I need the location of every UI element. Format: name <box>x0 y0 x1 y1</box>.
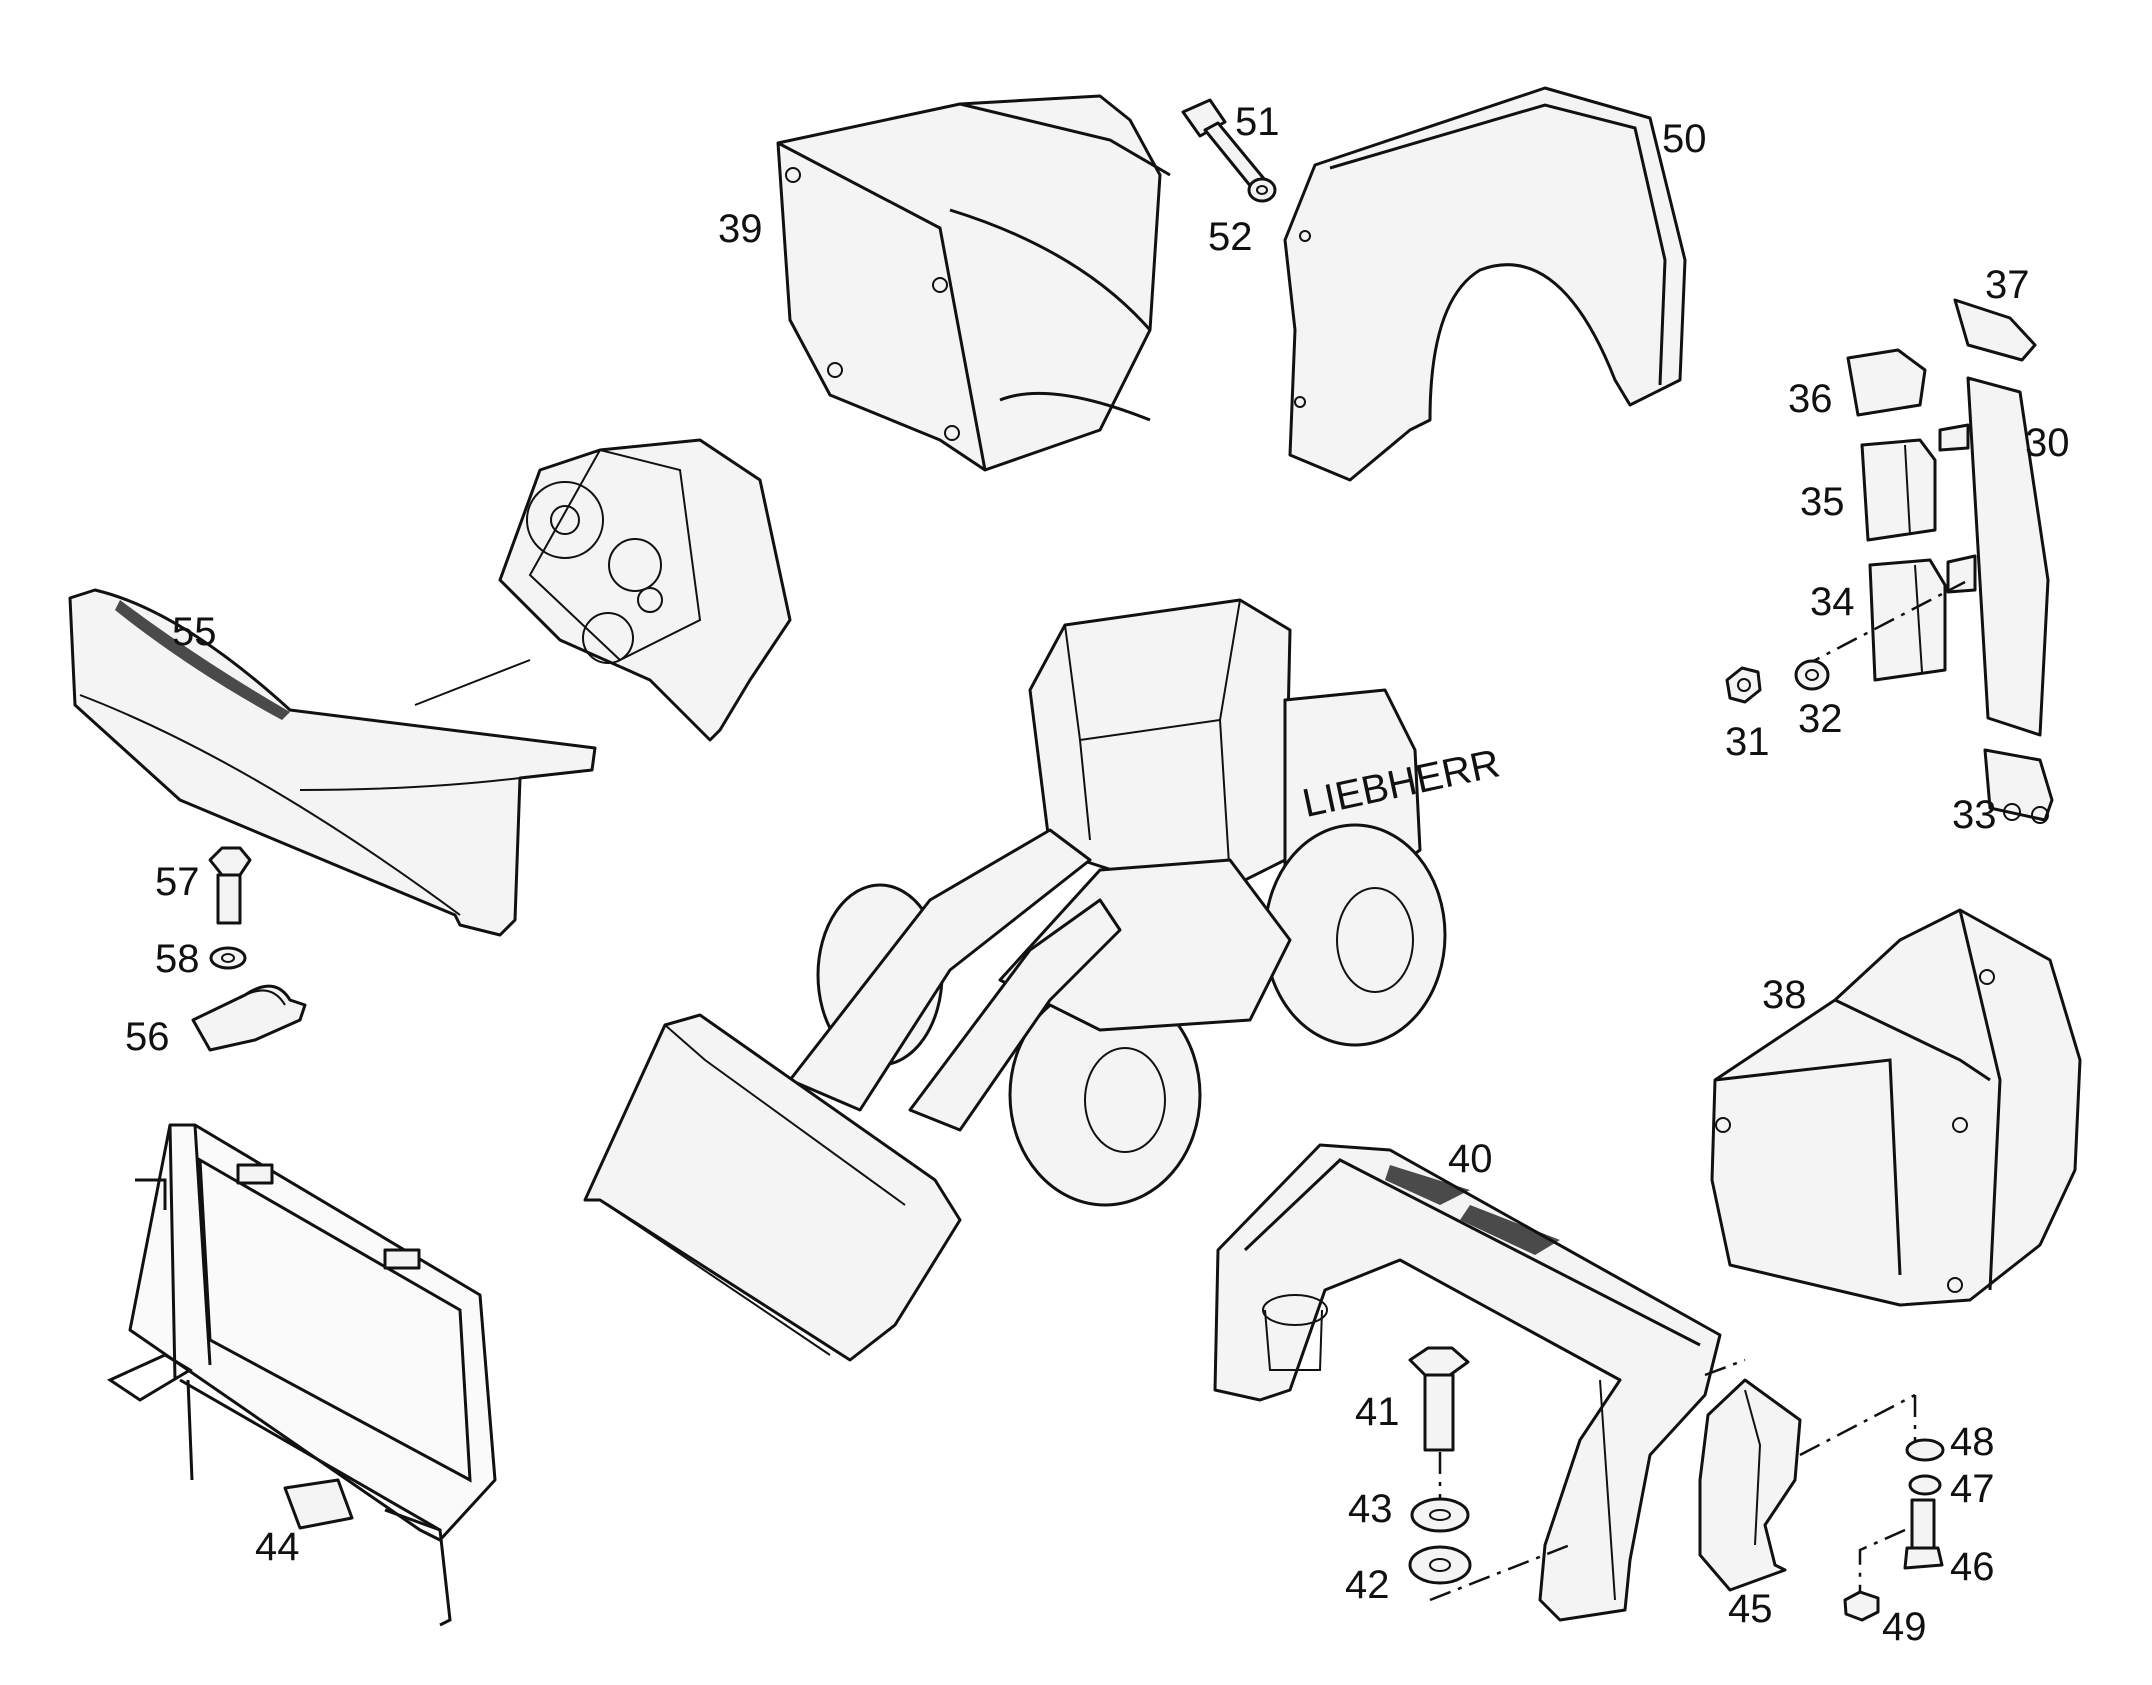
part-30-strip <box>1938 376 2050 737</box>
part-44-radiator-frame <box>106 1123 497 1627</box>
label-58: 58 <box>155 937 200 981</box>
part-44-pad <box>283 1478 354 1530</box>
label-51: 51 <box>1235 100 1280 144</box>
part-39-hood-side-panel <box>776 94 1171 472</box>
part-47-lock-washer <box>1908 1474 1942 1496</box>
label-49: 49 <box>1882 1605 1927 1649</box>
wheel-loader-overview: LIEBHERR <box>583 598 1504 1362</box>
part-45-bracket <box>1698 1378 1802 1592</box>
part-37-clip <box>1953 298 2037 362</box>
label-39: 39 <box>718 207 763 251</box>
label-42: 42 <box>1345 1563 1390 1607</box>
part-40-guard-frame <box>1213 1143 1722 1622</box>
label-40: 40 <box>1448 1137 1493 1181</box>
part-labels: 30 31 32 33 34 35 36 37 38 39 40 41 42 4… <box>125 100 2070 1649</box>
part-52-washer <box>1247 177 1277 203</box>
label-43: 43 <box>1348 1487 1393 1531</box>
part-56-clamp <box>191 984 307 1052</box>
part-48-washer <box>1905 1438 1945 1462</box>
label-46: 46 <box>1950 1545 1995 1589</box>
label-37: 37 <box>1985 263 2030 307</box>
part-33-clip <box>1983 748 2054 824</box>
part-46-bolt <box>1903 1498 1944 1570</box>
part-42-washer <box>1408 1545 1472 1585</box>
label-56: 56 <box>125 1015 170 1059</box>
label-48: 48 <box>1950 1420 1995 1464</box>
part-57-bolt <box>208 846 252 925</box>
label-32: 32 <box>1798 697 1843 741</box>
label-33: 33 <box>1952 793 1997 837</box>
part-34-block <box>1868 558 1947 682</box>
part-55-belt-guard <box>68 588 597 937</box>
part-36-block <box>1846 348 1927 417</box>
part-32-washer <box>1794 659 1830 691</box>
part-35-block <box>1860 438 1937 542</box>
part-50-hood-cover <box>1283 86 1687 482</box>
label-52: 52 <box>1208 215 1253 259</box>
label-47: 47 <box>1950 1467 1995 1511</box>
label-57: 57 <box>155 860 200 904</box>
label-41: 41 <box>1355 1390 1400 1434</box>
label-30: 30 <box>2025 421 2070 465</box>
part-31-nut <box>1725 666 1762 704</box>
part-38-rear-cover <box>1710 908 2082 1307</box>
part-58-washer <box>209 946 247 970</box>
label-31: 31 <box>1725 720 1770 764</box>
label-55: 55 <box>172 610 217 654</box>
label-38: 38 <box>1762 973 1807 1017</box>
part-41-bolt <box>1408 1346 1470 1452</box>
label-35: 35 <box>1800 480 1845 524</box>
label-44: 44 <box>255 1525 300 1569</box>
label-45: 45 <box>1728 1587 1773 1631</box>
part-49-nut <box>1843 1590 1880 1622</box>
label-36: 36 <box>1788 377 1833 421</box>
label-50: 50 <box>1662 117 1707 161</box>
label-34: 34 <box>1810 580 1855 624</box>
part-43-washer <box>1410 1497 1470 1533</box>
engine-assembly <box>498 438 792 742</box>
